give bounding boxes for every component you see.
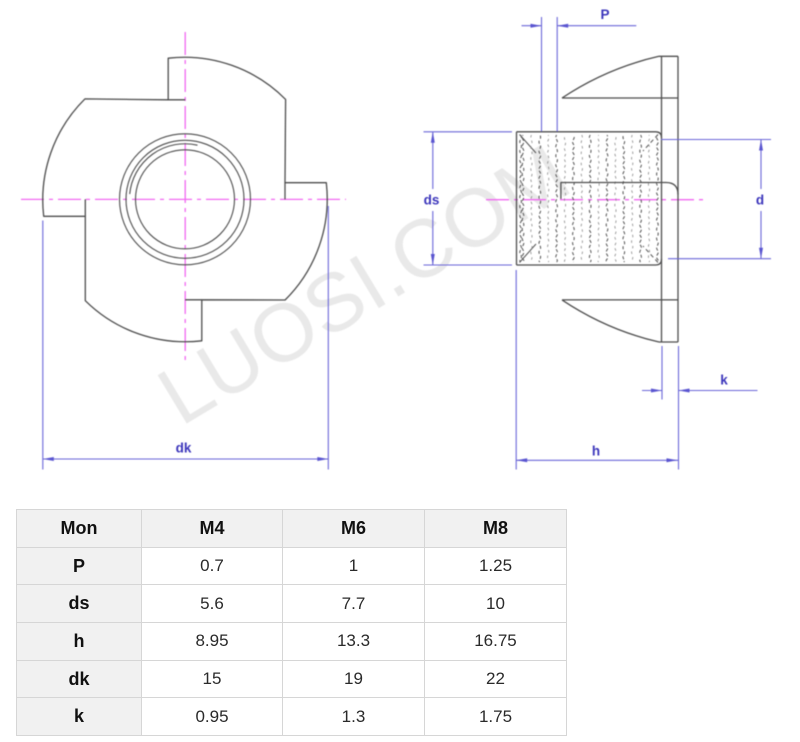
svg-text:k: k xyxy=(720,373,728,388)
svg-text:h: h xyxy=(592,444,600,459)
svg-text:ds: ds xyxy=(424,193,440,208)
svg-text:P: P xyxy=(600,7,609,22)
svg-text:d: d xyxy=(756,193,764,208)
svg-text:LUOSI.COM: LUOSI.COM xyxy=(143,127,584,442)
svg-text:dk: dk xyxy=(176,441,192,456)
